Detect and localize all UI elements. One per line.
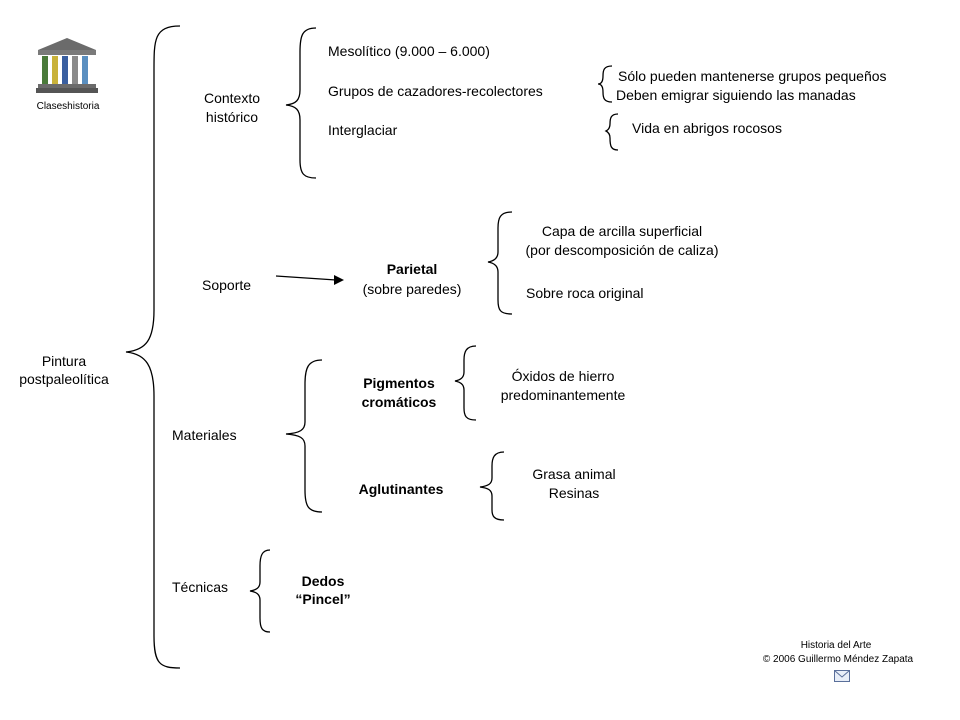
interglaciar-detail: Vida en abrigos rocosos [632, 120, 782, 136]
contexto-item-mesolitico: Mesolítico (9.000 – 6.000) [328, 43, 490, 59]
soporte-brace [487, 211, 513, 315]
soporte-option1-line1: Capa de arcilla superficial [541, 223, 703, 239]
pigmentos-brace [454, 345, 477, 421]
brand-name: Claseshistoria [36, 101, 100, 112]
aglutinantes-brace [479, 451, 505, 521]
soporte-arrow-line [275, 275, 337, 281]
aglutinantes-label: Aglutinantes [358, 481, 444, 497]
aglutinantes-detail-line2: Resinas [548, 485, 600, 501]
materiales-brace [285, 359, 323, 513]
contexto-brace [285, 27, 317, 179]
root-label-line2: postpaleolítica [19, 371, 109, 387]
grupos-detail-1: Sólo pueden mantenerse grupos pequeños [618, 68, 887, 84]
mail-icon[interactable] [834, 670, 850, 682]
contexto-item-grupos: Grupos de cazadores-recolectores [328, 83, 543, 99]
contexto-label-line2: histórico [205, 109, 259, 125]
footer-line1: Historia del Arte [800, 640, 872, 651]
soporte-option1-line2: (por descomposición de caliza) [525, 242, 719, 258]
soporte-arrow-head [334, 275, 344, 285]
soporte-option2: Sobre roca original [526, 285, 644, 301]
tecnicas-brace [249, 549, 271, 633]
grupos-brace [597, 65, 613, 103]
interglaciar-brace [604, 113, 619, 151]
parietal-label-line2: (sobre paredes) [362, 281, 462, 297]
temple-logo-icon [36, 38, 98, 93]
tecnicas-label: Técnicas [172, 579, 229, 595]
contexto-item-interglaciar: Interglaciar [328, 122, 398, 138]
pigmentos-label-line2: cromáticos [361, 394, 437, 410]
contexto-label-line1: Contexto [203, 90, 261, 106]
root-label-line1: Pintura [41, 353, 87, 369]
pigmentos-label-line1: Pigmentos [363, 375, 435, 391]
grupos-detail-2: Deben emigrar siguiendo las manadas [616, 87, 856, 103]
pigmentos-detail-line1: Óxidos de hierro [511, 368, 615, 384]
parietal-label-line1: Parietal [386, 261, 438, 277]
pigmentos-detail-line2: predominantemente [500, 387, 626, 403]
footer-line2: © 2006 Guillermo Méndez Zapata [762, 654, 914, 665]
soporte-label: Soporte [202, 277, 252, 293]
tecnicas-item-dedos: Dedos [301, 573, 345, 589]
materiales-label: Materiales [172, 427, 237, 443]
tecnicas-item-pincel: “Pincel” [295, 591, 351, 607]
main-brace [125, 25, 181, 669]
aglutinantes-detail-line1: Grasa animal [532, 466, 616, 482]
